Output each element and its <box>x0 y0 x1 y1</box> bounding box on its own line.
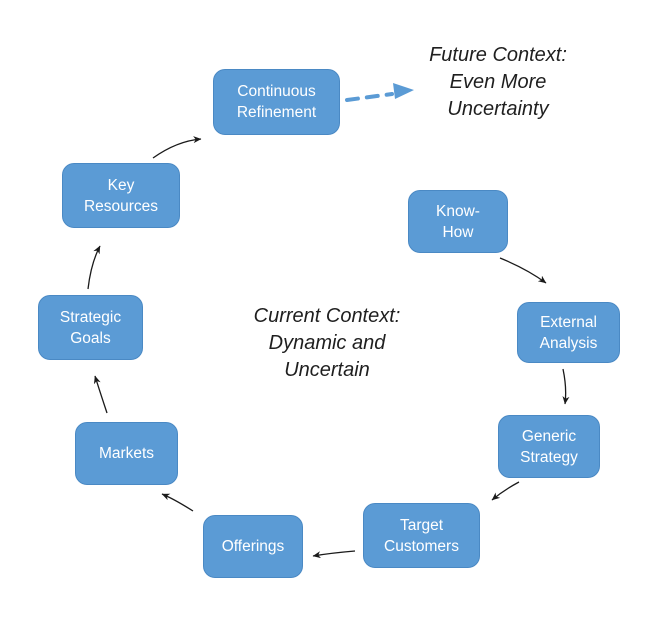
node-key-resources: Key Resources <box>62 163 180 228</box>
current-context-label: Current Context: Dynamic and Uncertain <box>253 305 401 381</box>
node-generic-strategy: Generic Strategy <box>498 415 600 478</box>
arrow-target-customers-to-offerings <box>312 550 356 559</box>
arrow-key-resources-to-continuous-refinement <box>152 136 202 159</box>
node-continuous-refinement: Continuous Refinement <box>213 69 340 135</box>
node-external-analysis: External Analysis <box>517 302 620 363</box>
node-target-customers: Target Customers <box>363 503 480 568</box>
node-strategic-goals: Strategic Goals <box>38 295 143 360</box>
arrow-generic-strategy-to-target-customers <box>491 481 520 501</box>
arrow-external-analysis-to-generic-strategy <box>562 368 570 405</box>
node-markets: Markets <box>75 422 178 485</box>
node-know-how: Know- How <box>408 190 508 253</box>
node-offerings: Offerings <box>203 515 303 578</box>
future-context-label: Future Context: Even More Uncertainty <box>429 44 567 120</box>
dashed-arrow-to-future-context <box>345 92 394 102</box>
arrow-offerings-to-markets <box>161 493 194 512</box>
arrow-know-how-to-external-analysis <box>499 257 547 284</box>
arrow-strategic-goals-to-key-resources <box>87 245 101 290</box>
arrow-markets-to-strategic-goals <box>93 375 108 414</box>
